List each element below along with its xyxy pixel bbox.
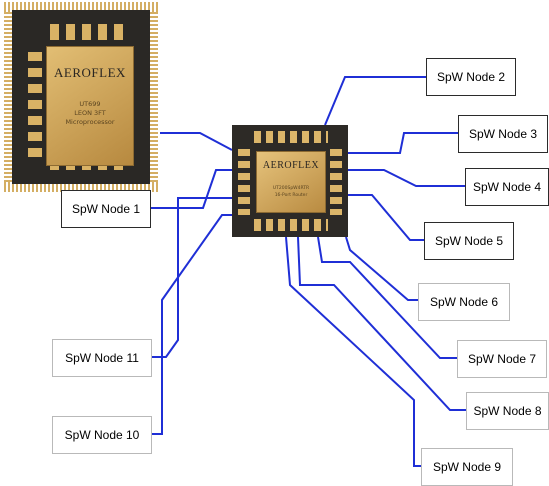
wire-processor (160, 132, 233, 151)
spw-node-8: SpW Node 8 (466, 392, 549, 430)
wire-node-8 (297, 236, 466, 411)
spw-node-7: SpW Node 7 (457, 340, 547, 378)
spw-node-6: SpW Node 6 (418, 283, 510, 321)
spw-node-10: SpW Node 10 (52, 416, 152, 454)
wire-node-9 (285, 236, 421, 467)
processor-label-1: UT699 (79, 100, 101, 108)
wire-node-6 (345, 236, 418, 301)
router-chip: AEROFLEX UT200SpW4RTR 16-Port Router (232, 125, 348, 237)
wire-node-10 (152, 214, 232, 435)
spw-node-2: SpW Node 2 (426, 58, 516, 96)
processor-logo: AEROFLEX (54, 65, 126, 80)
spw-node-9: SpW Node 9 (421, 448, 513, 486)
wire-node-7 (317, 236, 457, 359)
spw-node-3: SpW Node 3 (458, 115, 548, 153)
router-logo: AEROFLEX (262, 160, 320, 171)
wire-node-5 (348, 194, 424, 241)
router-label-1: UT200SpW4RTR (272, 186, 310, 191)
spw-node-1: SpW Node 1 (61, 190, 151, 228)
wire-node-2 (324, 76, 426, 126)
wire-node-4 (348, 169, 465, 187)
spw-node-11: SpW Node 11 (52, 339, 152, 377)
wire-node-11 (152, 197, 232, 358)
spw-node-5: SpW Node 5 (424, 222, 514, 260)
processor-label-2: LEON 3FT (74, 109, 106, 117)
router-label-2: 16-Port Router (274, 193, 308, 198)
wire-node-1 (151, 169, 232, 209)
processor-chip: AEROFLEX UT699 LEON 3FT Microprocessor (4, 2, 158, 192)
spw-node-4: SpW Node 4 (465, 168, 549, 206)
wire-node-3 (348, 132, 458, 154)
processor-label-3: Microprocessor (65, 118, 115, 126)
